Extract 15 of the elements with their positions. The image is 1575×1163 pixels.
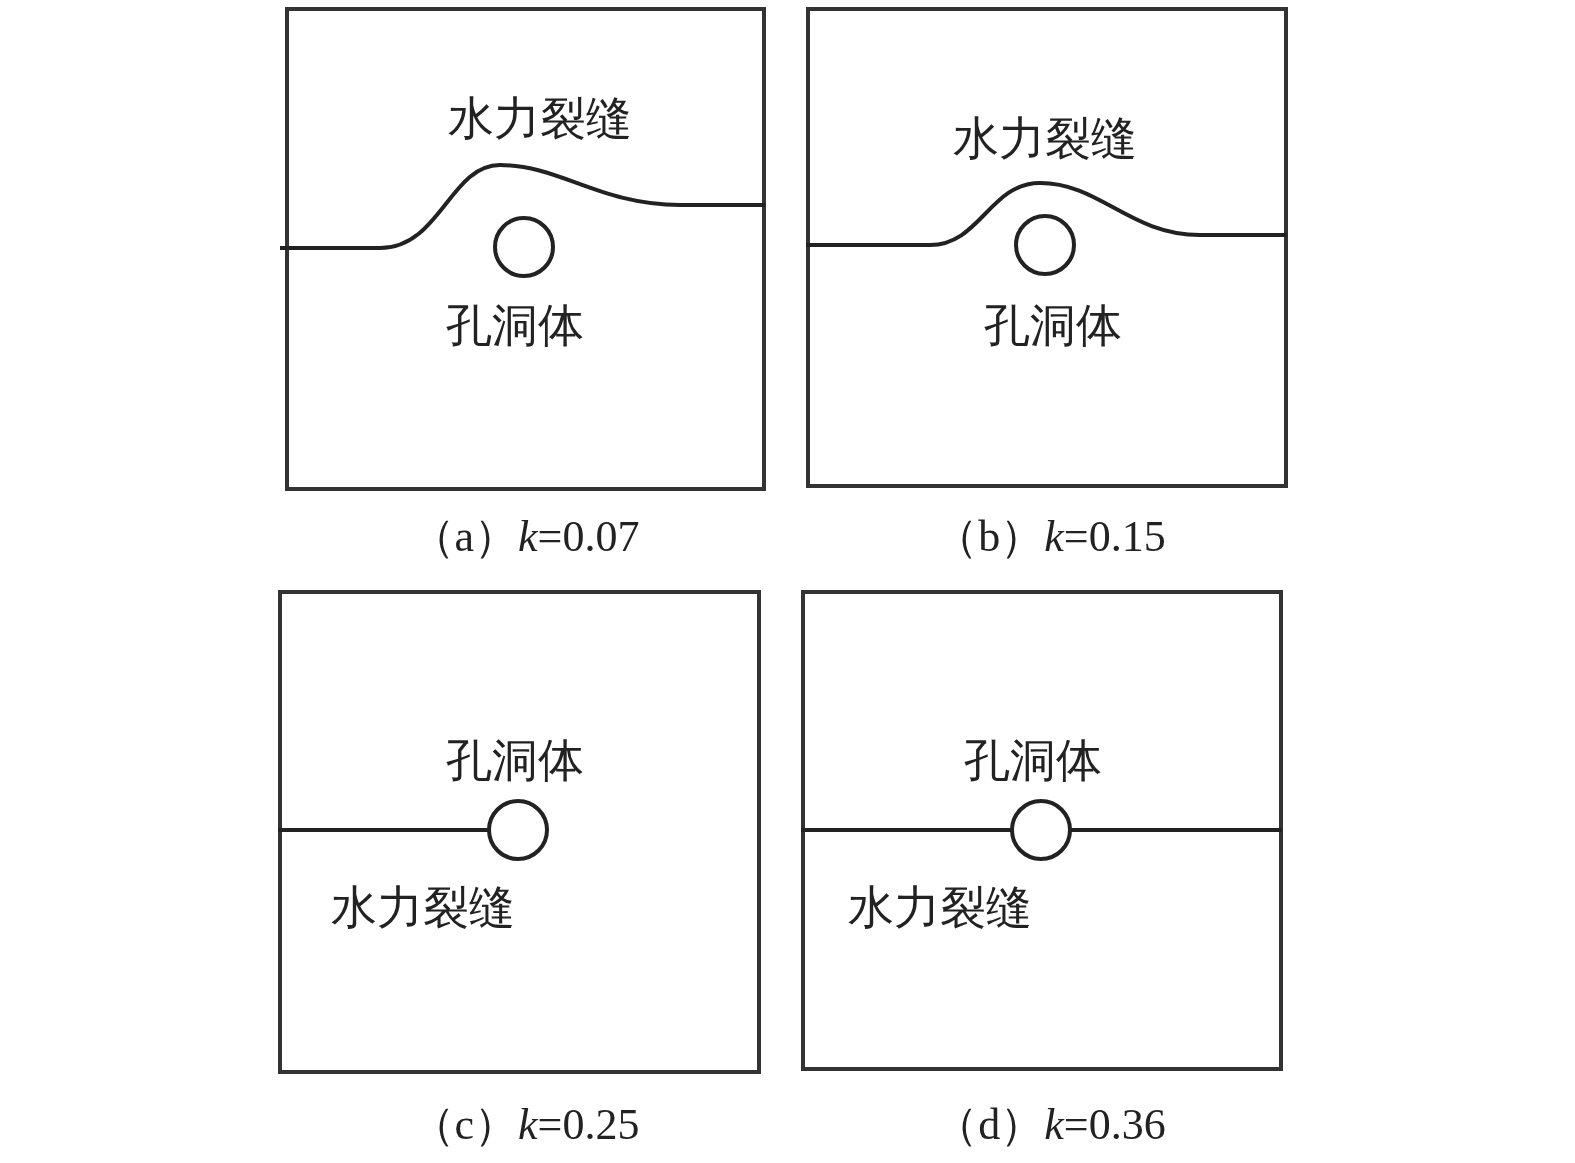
region-label: 孔洞体 (446, 302, 584, 348)
panel-box (801, 590, 1283, 1071)
region-label: 水力裂缝 (848, 884, 1032, 930)
panel-box (806, 7, 1288, 488)
panel-caption: （a）k=0.07 (410, 515, 640, 559)
region-label: 孔洞体 (964, 737, 1102, 783)
panel-caption: （c）k=0.25 (410, 1103, 640, 1147)
region-label: 孔洞体 (446, 737, 584, 783)
panel-box (278, 590, 761, 1074)
panel-caption: （b）k=0.15 (934, 515, 1166, 559)
region-label: 水力裂缝 (953, 115, 1137, 161)
region-label: 孔洞体 (984, 302, 1122, 348)
region-label: 水力裂缝 (448, 95, 632, 141)
panel-caption: （d）k=0.36 (934, 1103, 1166, 1147)
region-label: 水力裂缝 (331, 884, 515, 930)
